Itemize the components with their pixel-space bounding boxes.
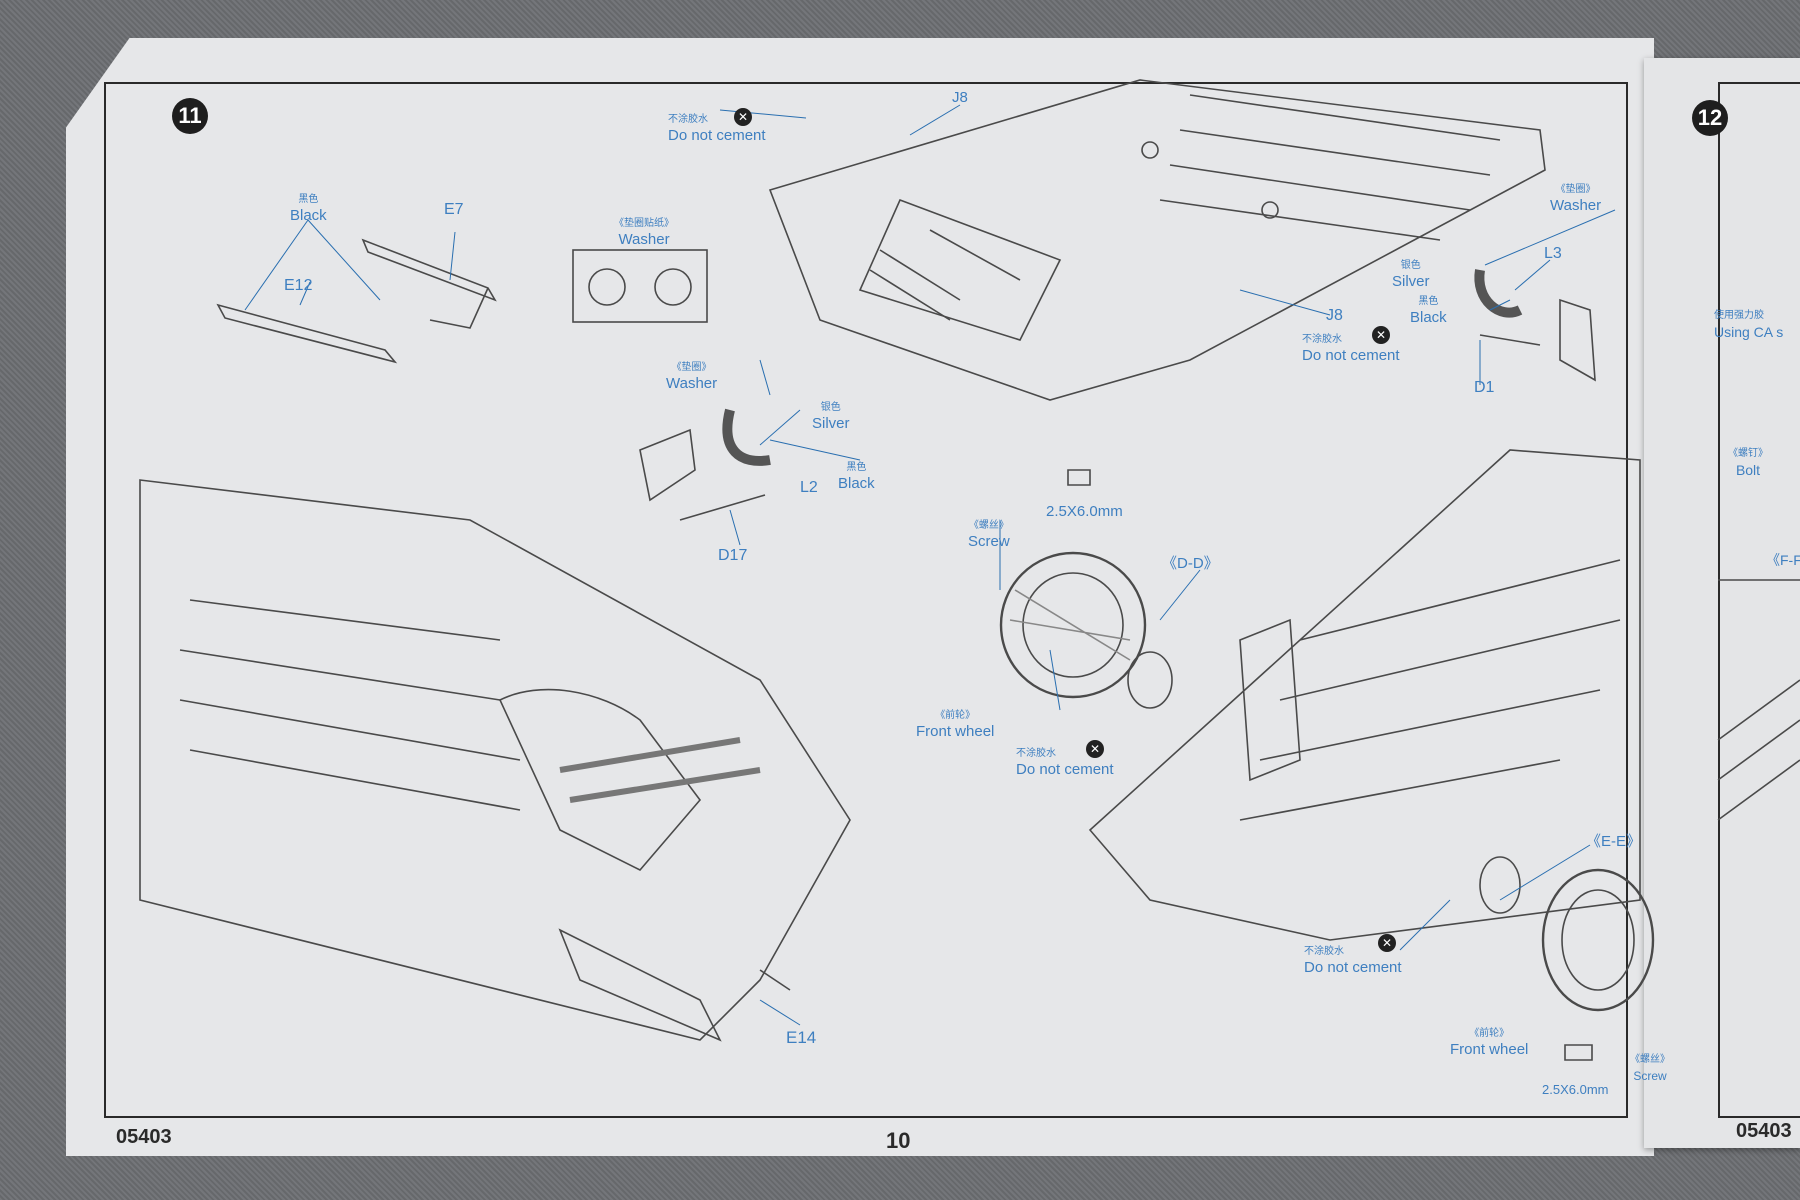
label-washer-right: 《垫圈》Washer [1550, 184, 1602, 214]
label-e12: E12 [284, 277, 313, 294]
page-frame-right [1718, 82, 1800, 1118]
instruction-page-right [1644, 58, 1800, 1148]
label-j8-mid: J8 [1326, 307, 1343, 324]
label-screw-1: 《螺丝》Screw [968, 520, 1010, 550]
label-screw-size-2: 2.5X6.0mm [1542, 1082, 1609, 1097]
label-l2: L2 [800, 479, 818, 496]
front-wheel-2 [1541, 868, 1655, 1012]
lower-right-chassis [1088, 449, 1641, 941]
lower-left-chassis [139, 479, 851, 1041]
label-screw-2: 《螺丝》Screw [1630, 1054, 1670, 1083]
part-e12 [216, 303, 398, 364]
label-d17: D17 [718, 547, 748, 564]
label-bolt: 《螺钉》Bolt [1728, 448, 1768, 478]
front-wheel-1 [999, 551, 1147, 699]
label-e7: E7 [444, 201, 464, 218]
label-washer-top: 《垫圈贴纸》Washer [614, 218, 674, 248]
upper-chassis [768, 79, 1546, 401]
label-j8-top: J8 [952, 89, 968, 106]
label-screw-size-1: 2.5X6.0mm [1046, 503, 1123, 520]
label-section-dd: 《D-D》 [1162, 555, 1219, 572]
no-glue-icon: ✕ [1372, 326, 1390, 344]
label-front-wheel-2: 《前轮》Front wheel [1450, 1028, 1529, 1058]
label-section-ee: 《E-E》 [1586, 833, 1642, 850]
label-e14: E14 [786, 1028, 817, 1047]
label-section-ff: 《F-F [1766, 552, 1800, 568]
no-glue-icon: ✕ [734, 108, 752, 126]
label-l3: L3 [1544, 245, 1562, 262]
label-front-wheel-1: 《前轮》Front wheel [916, 710, 995, 740]
label-washer-mid: 《垫圈》Washer [666, 362, 718, 392]
no-glue-icon: ✕ [1086, 740, 1104, 758]
product-code-right: 05403 [1736, 1120, 1792, 1142]
instruction-page-left [66, 38, 1654, 1156]
no-glue-icon: ✕ [1378, 934, 1396, 952]
page-number: 10 [886, 1128, 911, 1153]
page-frame-left [104, 82, 1628, 1118]
part-e7 [361, 238, 497, 302]
step-number-badge: 11 [172, 98, 208, 134]
product-code-left: 05403 [116, 1126, 172, 1148]
step-number-badge-next: 12 [1692, 100, 1728, 136]
label-d1: D1 [1474, 379, 1495, 396]
